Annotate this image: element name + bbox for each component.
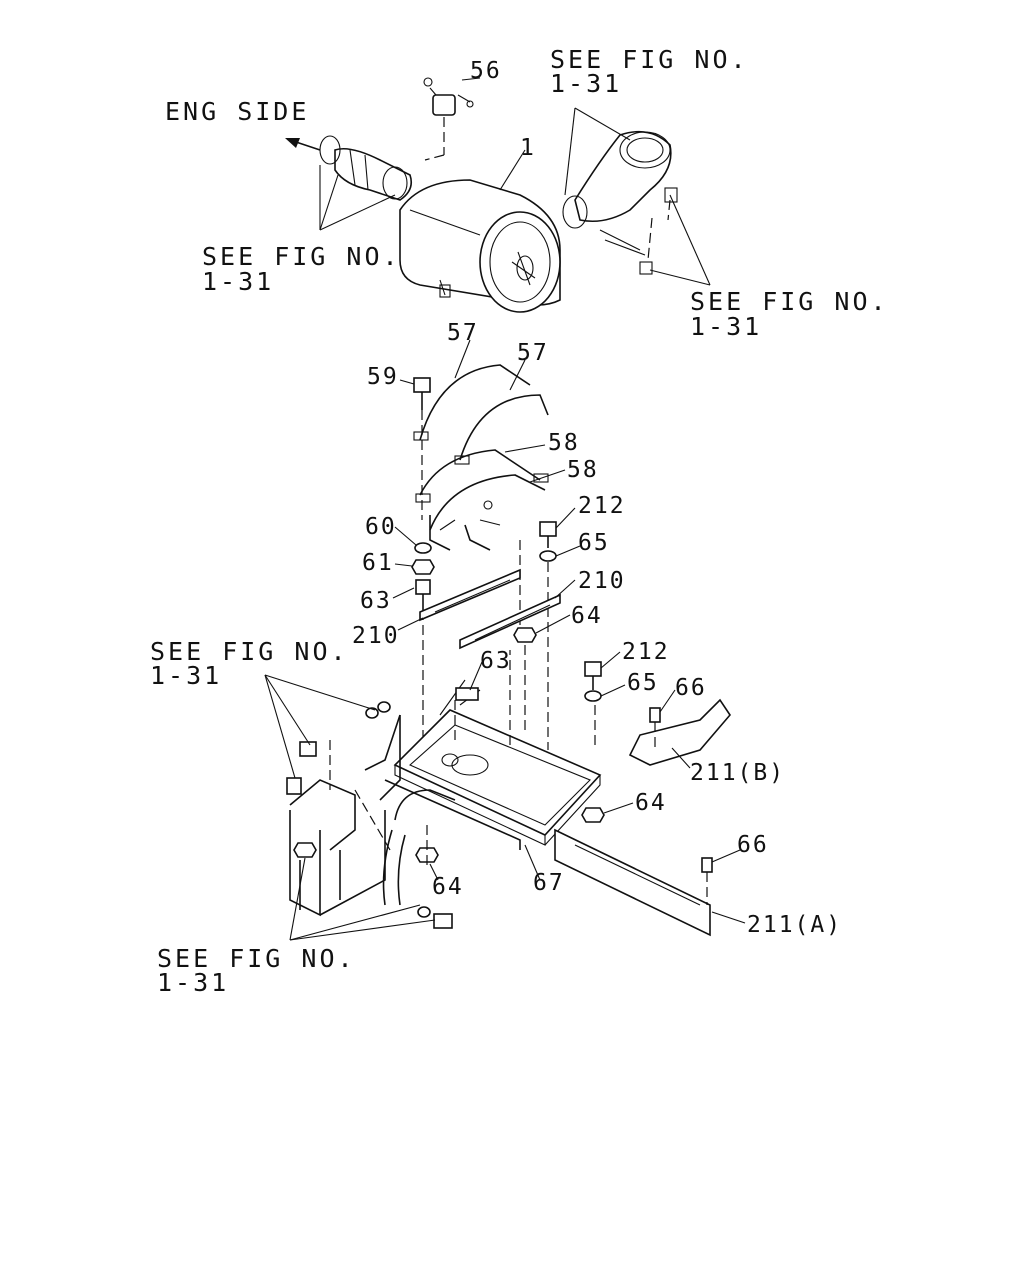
part-210-label-b: 210: [578, 568, 626, 594]
part-59-label: 59: [367, 364, 399, 390]
part-63-label-a: 63: [360, 588, 392, 614]
part-64-label-c: 64: [432, 874, 464, 900]
reference-figure-4: 1-31: [150, 661, 222, 690]
reference-text-4: SEE FIG NO.: [150, 637, 349, 666]
reference-figure-1: 1-31: [550, 69, 622, 98]
reference-figure-2: 1-31: [202, 267, 274, 296]
part-63-label-b: 63: [480, 648, 512, 674]
part-64-label-a: 64: [571, 603, 603, 629]
part-56-label: 56: [470, 58, 502, 84]
left-support-frame: [286, 701, 456, 929]
part-64-label-b: 64: [635, 790, 667, 816]
reference-note-top-left: SEE FIG NO. 1-31: [202, 242, 401, 296]
plates-211: [554, 698, 732, 937]
reference-leaders-bottom: [264, 674, 436, 941]
rails-210: [419, 568, 561, 650]
part-58-label-a: 58: [548, 430, 580, 456]
reference-text-5: SEE FIG NO.: [157, 944, 356, 973]
part-212-label-b: 212: [622, 639, 670, 665]
part-66-label-a: 66: [675, 675, 707, 701]
part-212-label-a: 212: [578, 493, 626, 519]
eng-side-label: ENG SIDE: [165, 97, 309, 126]
part-number-labels: 1 56 57 57 58 58 59 60 61 63 63 210 210 …: [352, 58, 842, 938]
part-57-label-a: 57: [447, 320, 479, 346]
part-57-label-b: 57: [517, 340, 549, 366]
part-211a-label: 211(A): [747, 912, 842, 938]
part-66-label-b: 66: [737, 832, 769, 858]
reference-note-top-right: SEE FIG NO. 1-31: [550, 45, 749, 98]
reference-note-mid-left: SEE FIG NO. 1-31: [150, 637, 349, 690]
part-leaders: [392, 339, 746, 924]
reference-text-1: SEE FIG NO.: [550, 45, 749, 74]
mounting-bands: [413, 364, 549, 551]
reference-text-2: SEE FIG NO.: [202, 242, 401, 271]
part-65-label-b: 65: [627, 670, 659, 696]
part-210-label-a: 210: [352, 623, 400, 649]
air-cleaner-assembly: [319, 77, 678, 313]
reference-figure-5: 1-31: [157, 968, 229, 997]
reference-note-bottom: SEE FIG NO. 1-31: [157, 944, 356, 997]
eng-side-arrow: ENG SIDE: [165, 97, 321, 151]
reference-leaders-top: [319, 107, 711, 286]
fasteners-middle: [411, 377, 557, 760]
part-211b-label: 211(B): [690, 760, 785, 786]
part-65-label-a: 65: [578, 530, 610, 556]
part-1-label: 1: [520, 135, 536, 161]
base-plate-assembly: [379, 650, 605, 865]
part-67-label: 67: [533, 870, 565, 896]
reference-figure-3: 1-31: [690, 312, 762, 341]
part-61-label: 61: [362, 550, 394, 576]
part-58-label-b: 58: [567, 457, 599, 483]
reference-text-3: SEE FIG NO.: [690, 287, 889, 316]
reference-note-right: SEE FIG NO. 1-31: [690, 287, 889, 341]
part-60-label: 60: [365, 514, 397, 540]
